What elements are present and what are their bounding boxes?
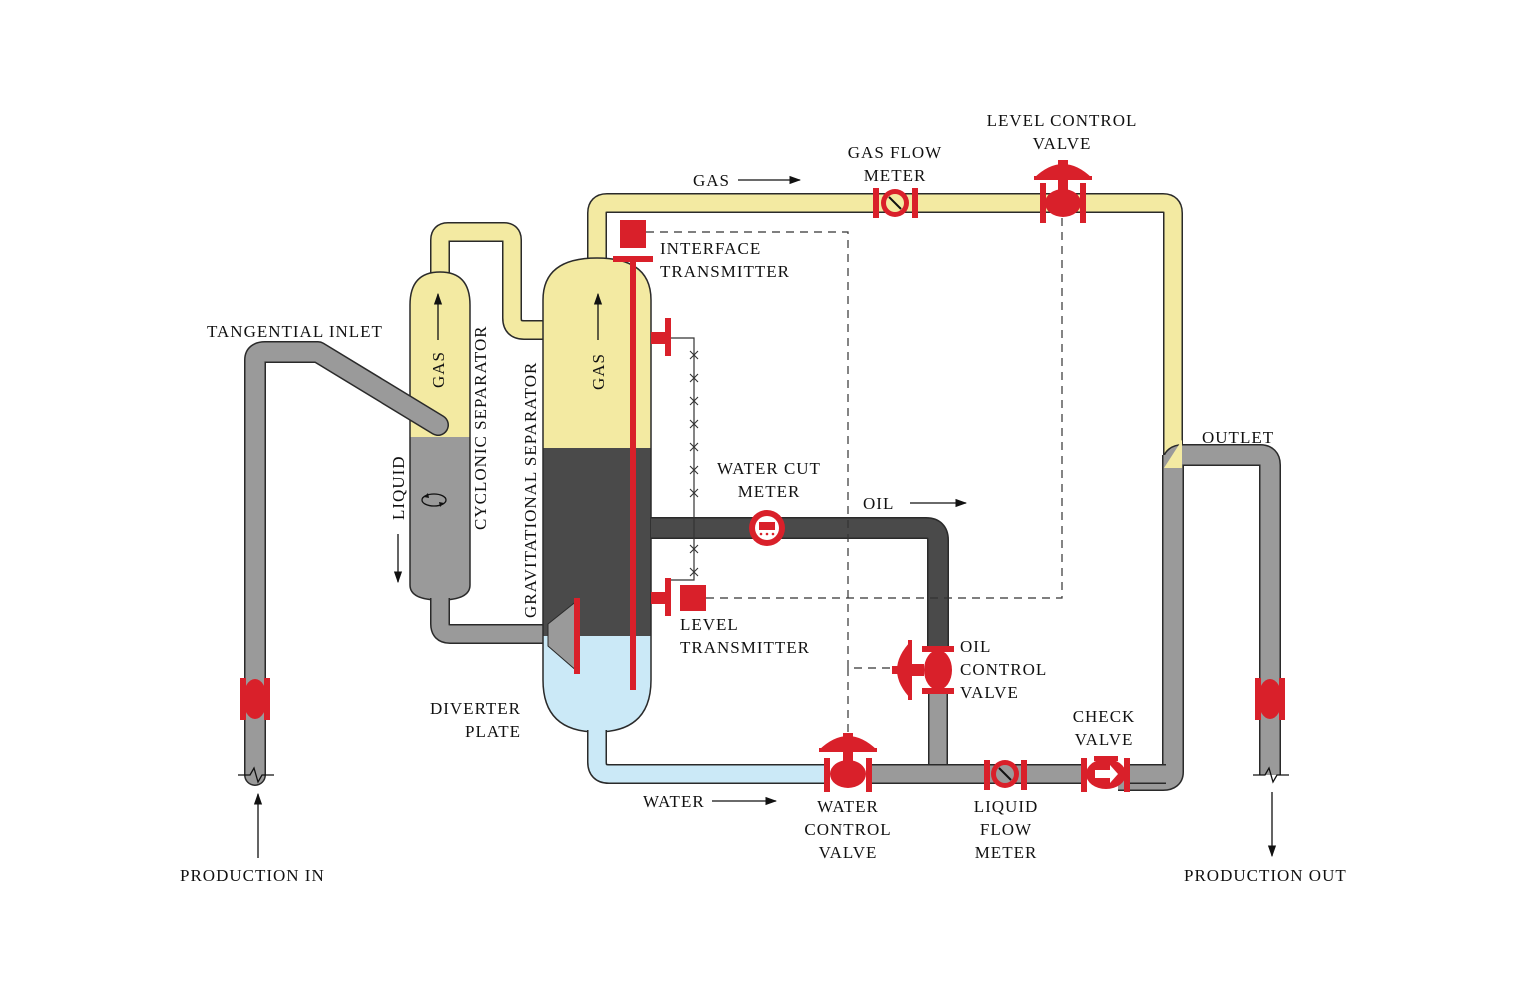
capillary-marks (689, 350, 699, 577)
inlet-piping (238, 341, 449, 786)
label-water-cut-meter-1: WATER CUT (717, 459, 821, 478)
swirl-icon (421, 493, 447, 507)
label-liquid: LIQUID (389, 455, 408, 520)
label-gas-cyclonic: GAS (429, 351, 448, 388)
flow-arrows (253, 175, 1277, 858)
pipe-break-icon-inlet (238, 766, 274, 784)
inlet-isolation-valve[interactable] (240, 678, 270, 720)
label-liquid-flow-meter-1: LIQUID (974, 797, 1039, 816)
label-gravitational-separator: GRAVITATIONAL SEPARATOR (521, 362, 540, 618)
gauge-needle-icon (888, 196, 902, 210)
label-diverter-plate-2: PLATE (465, 722, 521, 741)
label-oil-control-valve-3: VALVE (960, 683, 1019, 702)
oil-control-valve[interactable] (892, 640, 954, 700)
check-valve[interactable] (1081, 756, 1130, 792)
label-interface-transmitter-2: TRANSMITTER (660, 262, 790, 281)
check-arrow-icon (1095, 765, 1118, 783)
label-oil: OIL (863, 494, 894, 513)
label-gas-flow-meter-2: METER (864, 166, 927, 185)
label-level-control-valve-2: VALVE (1033, 134, 1092, 153)
label-liquid-flow-meter-3: METER (975, 843, 1038, 862)
label-water: WATER (643, 792, 705, 811)
label-interface-transmitter-1: INTERFACE (660, 239, 761, 258)
signal-lines (646, 210, 1063, 740)
production-out-pipe (1118, 444, 1281, 791)
label-production-in: PRODUCTION IN (180, 866, 325, 885)
liquid-flow-meter[interactable] (984, 760, 1027, 790)
upper-level-nozzle (651, 318, 671, 356)
label-liquid-flow-meter-2: FLOW (980, 820, 1032, 839)
label-gas-flow-meter-1: GAS FLOW (848, 143, 942, 162)
label-level-control-valve-1: LEVEL CONTROL (987, 111, 1138, 130)
label-tangential-inlet: TANGENTIAL INLET (207, 322, 383, 341)
outlet-piping (1118, 440, 1289, 791)
gauge-needle-icon (998, 767, 1012, 781)
label-oil-control-valve-2: CONTROL (960, 660, 1047, 679)
label-water-control-valve-2: CONTROL (804, 820, 891, 839)
label-gas-top: GAS (693, 171, 730, 190)
label-cyclonic-separator: CYCLONIC SEPARATOR (471, 325, 490, 530)
labels: TANGENTIAL INLET PRODUCTION IN PRODUCTIO… (180, 111, 1347, 885)
label-level-transmitter-2: TRANSMITTER (680, 638, 810, 657)
label-diverter-plate-1: DIVERTER (430, 699, 521, 718)
level-control-valve[interactable] (1034, 160, 1092, 223)
interface-probe (630, 262, 636, 690)
label-water-control-valve-3: VALVE (819, 843, 878, 862)
label-oil-control-valve-1: OIL (960, 637, 991, 656)
label-water-control-valve-1: WATER (817, 797, 879, 816)
label-check-valve-2: VALVE (1075, 730, 1134, 749)
capillary-line (668, 337, 695, 581)
water-control-valve[interactable] (819, 733, 877, 792)
label-water-cut-meter-2: METER (738, 482, 801, 501)
interface-transmitter[interactable] (613, 220, 653, 262)
outlet-isolation-valve[interactable] (1255, 678, 1285, 720)
water-cut-meter[interactable] (749, 510, 785, 546)
label-check-valve-1: CHECK (1073, 707, 1136, 726)
gas-flow-meter[interactable] (873, 188, 918, 218)
pipe-break-icon-outlet (1253, 766, 1289, 784)
label-level-transmitter-1: LEVEL (680, 615, 739, 634)
oil-piping (651, 517, 949, 770)
water-piping (587, 730, 1166, 784)
label-outlet: OUTLET (1202, 428, 1274, 447)
label-production-out: PRODUCTION OUT (1184, 866, 1347, 885)
level-transmitter[interactable] (651, 578, 706, 616)
gravitational-separator (542, 257, 652, 733)
label-gas-gravitational: GAS (589, 353, 608, 390)
